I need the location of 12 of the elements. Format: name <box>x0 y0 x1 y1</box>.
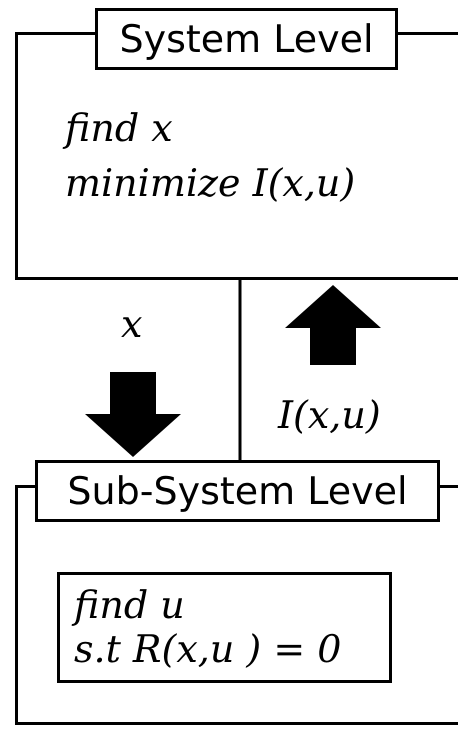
math-expression: minimize I(x,u) <box>65 161 356 205</box>
level-panel <box>15 460 458 725</box>
block-arrow <box>285 285 381 365</box>
process-box <box>57 572 392 683</box>
block-arrow <box>85 372 181 457</box>
math-expression: s.t R(x,u ) = 0 <box>74 627 342 671</box>
math-expression: find x <box>65 106 173 150</box>
level-title: Sub-System Level <box>35 460 440 522</box>
level-panel <box>15 8 458 280</box>
math-expression: find u <box>74 583 185 627</box>
connector-line <box>238 280 242 460</box>
level-title: System Level <box>95 8 398 70</box>
